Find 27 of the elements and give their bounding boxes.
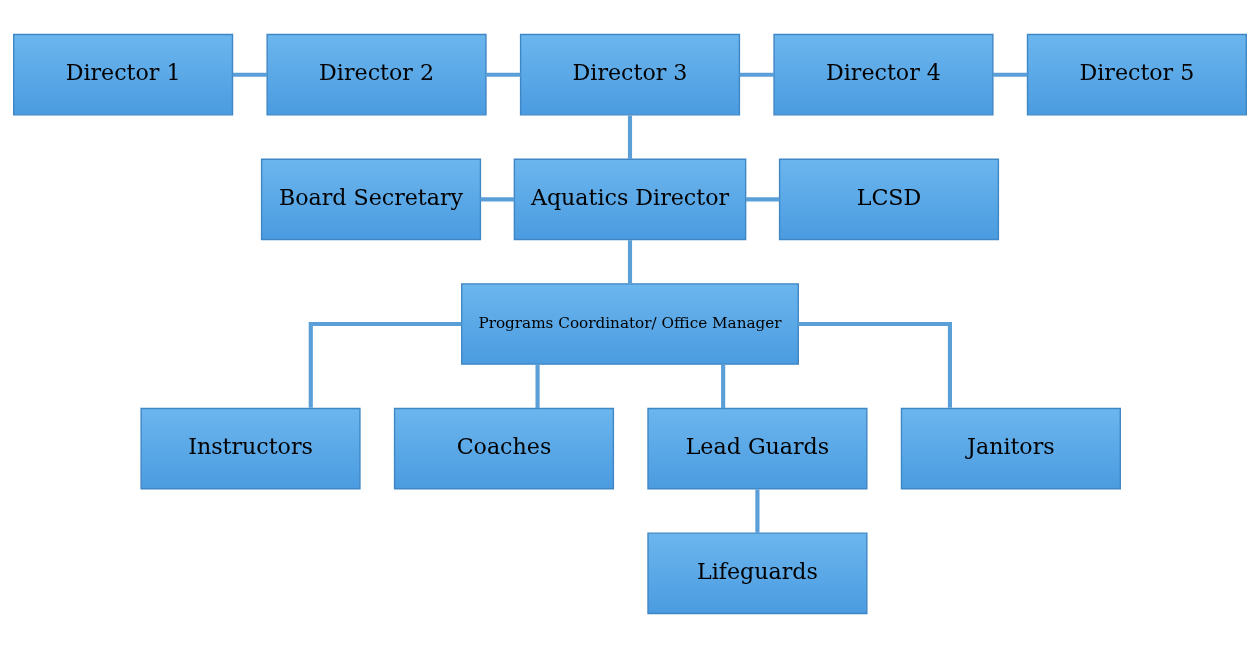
connector (232, 72, 268, 77)
node-box: Lifeguards (647, 531, 868, 614)
node-box: Director 1 (13, 33, 234, 116)
connector (755, 488, 760, 533)
connector (535, 364, 540, 408)
node-box: Director 5 (1026, 33, 1247, 116)
connector (739, 72, 774, 77)
connector (480, 196, 515, 201)
node-box: LCSD (778, 158, 1000, 240)
node-box: Aquatics Director (513, 158, 747, 240)
connector (721, 364, 726, 408)
connector (308, 321, 462, 408)
node-box: Director 3 (519, 33, 741, 116)
connector (993, 72, 1028, 77)
connector (798, 321, 952, 408)
connector (486, 72, 521, 77)
connector (627, 239, 633, 283)
node-box: Director 2 (266, 33, 487, 116)
node-box: Coaches (393, 407, 615, 489)
node-box: Board Secretary (260, 158, 482, 240)
node-box: Director 4 (773, 33, 994, 116)
node-box: Instructors (140, 407, 361, 489)
node-box: Programs Coordinator/ Office Manager (461, 282, 799, 365)
connector (627, 115, 633, 159)
node-box: Lead Guards (647, 407, 868, 489)
connector (745, 196, 780, 201)
node-box: Janitors (900, 407, 1121, 489)
